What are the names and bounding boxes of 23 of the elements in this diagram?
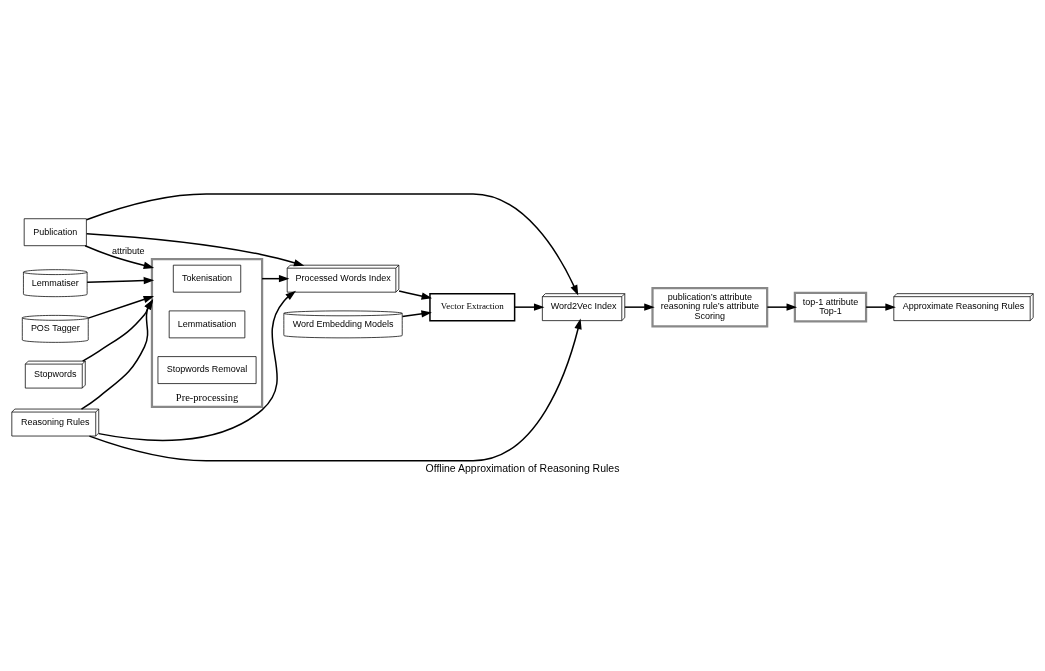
arrow — [85, 232, 305, 266]
node-box: Tokenisation — [172, 264, 242, 293]
arrow — [98, 290, 296, 441]
arrow — [86, 276, 155, 284]
arrow — [80, 298, 154, 410]
arrow — [88, 318, 582, 461]
arrow — [81, 298, 154, 362]
node-box: top-1 attribute Top-1 — [793, 291, 868, 322]
arrow — [398, 289, 433, 300]
arrow — [766, 302, 798, 311]
node-box: Vector Extraction — [429, 292, 516, 321]
node-box: publication’s attribute reasoning rule’s attribute Scoring — [651, 286, 769, 327]
node-box: Lemmatisation — [168, 310, 246, 338]
arrow — [87, 295, 155, 319]
arrow — [514, 302, 545, 311]
caption: Offline Approximation of Reasoning Rules — [425, 462, 620, 474]
arrow — [865, 302, 896, 311]
node-box: Publication — [23, 217, 87, 246]
arrow — [401, 309, 432, 318]
edge-label: attribute — [112, 245, 145, 256]
arrow — [84, 244, 155, 269]
arrow — [624, 302, 655, 311]
node-box: Stopwords Removal — [157, 355, 257, 384]
